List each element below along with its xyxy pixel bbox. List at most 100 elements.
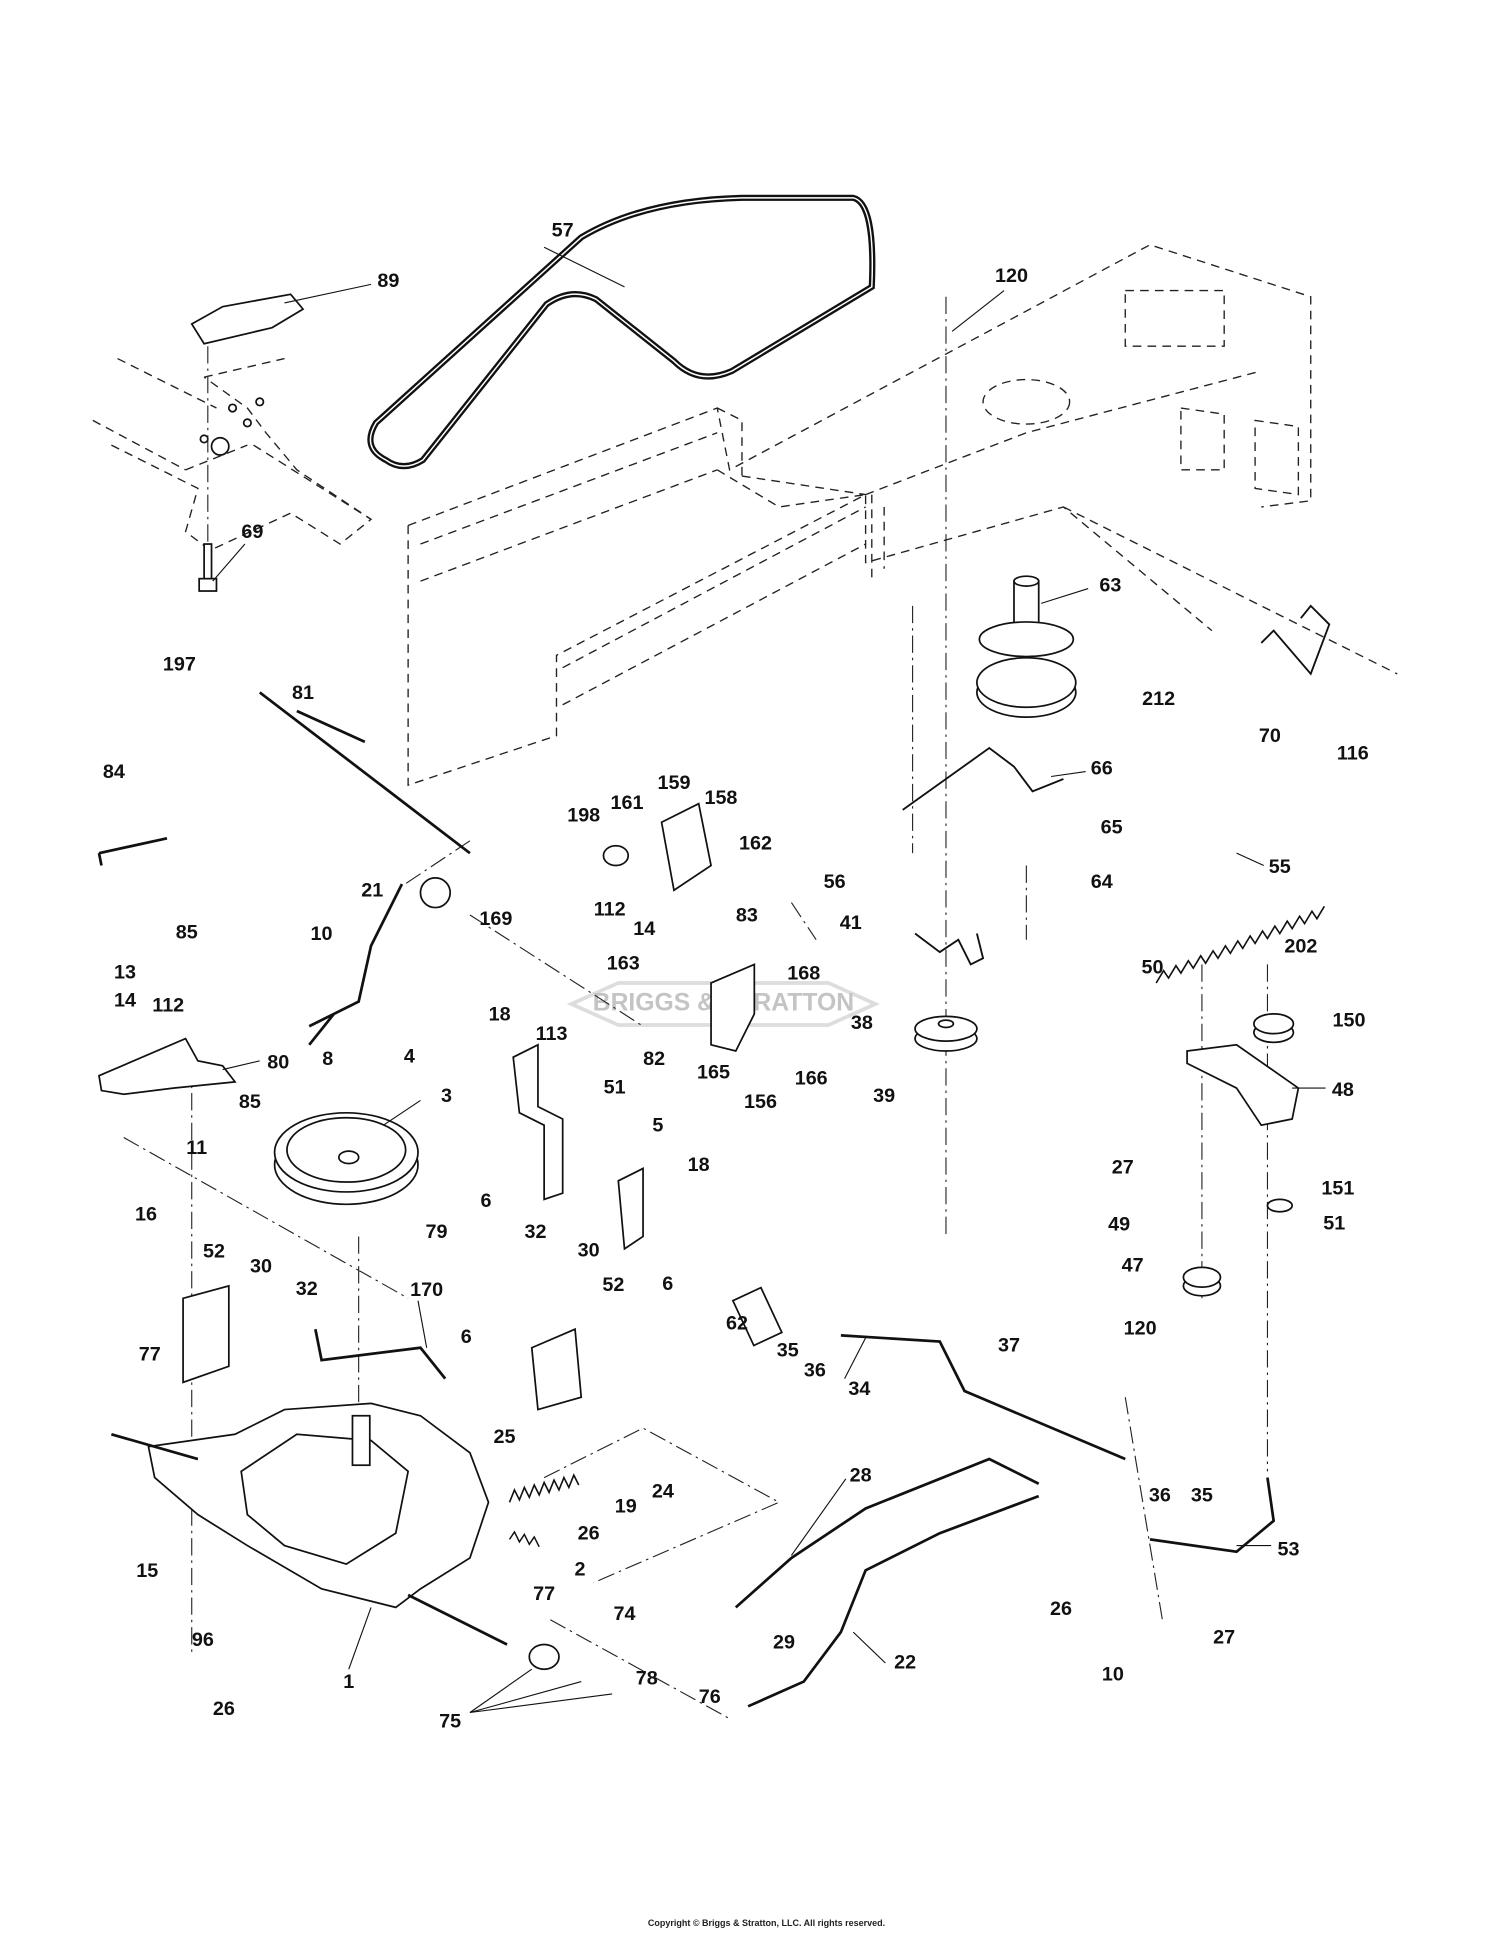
callout-label: 11	[186, 1137, 207, 1159]
copyright-notice: Copyright © Briggs & Stratton, LLC. All …	[647, 1918, 886, 1928]
callout-label: 65	[1101, 817, 1123, 839]
callout-label: 36	[804, 1359, 826, 1381]
callout-label: 96	[192, 1629, 214, 1651]
callout-label: 5	[652, 1115, 663, 1137]
callout-label: 13	[114, 961, 136, 983]
callout-label: 212	[1142, 688, 1175, 710]
callout-label: 35	[777, 1340, 799, 1362]
bracket-70	[1260, 604, 1331, 676]
callout-label: 77	[533, 1583, 555, 1605]
callout-label: 62	[726, 1312, 748, 1334]
callout-label: 18	[688, 1154, 710, 1176]
callout-label: 35	[1191, 1484, 1213, 1506]
callout-label: 169	[479, 908, 512, 930]
callout-label: 41	[840, 912, 862, 934]
spring-25	[508, 1473, 580, 1503]
callout-label: 37	[998, 1335, 1020, 1357]
callout-label: 6	[662, 1273, 673, 1295]
bracket-30-right	[530, 1327, 583, 1411]
callout-label: 55	[1269, 856, 1291, 878]
spring-55	[1155, 905, 1326, 984]
callout-label: 24	[652, 1481, 674, 1503]
callout-label: 120	[1124, 1317, 1157, 1339]
callout-label: 82	[643, 1048, 665, 1070]
callout-label: 84	[103, 761, 125, 783]
callout-label: 89	[377, 270, 399, 292]
rod-53	[1149, 1477, 1276, 1554]
callout-label: 112	[594, 898, 626, 920]
bolt-69	[198, 543, 218, 592]
callout-label: 14	[633, 918, 655, 940]
callout-label: 151	[1321, 1178, 1354, 1200]
callout-label: 120	[995, 265, 1028, 287]
callout-label: 19	[615, 1495, 637, 1517]
callout-label: 30	[250, 1256, 272, 1278]
leader-lines	[212, 246, 1326, 1714]
callout-label: 1	[343, 1671, 354, 1693]
callout-label: 47	[1122, 1254, 1144, 1276]
callout-label: 22	[894, 1651, 916, 1673]
callout-label: 52	[602, 1274, 624, 1296]
callout-label: 27	[1112, 1157, 1134, 1179]
callout-label: 78	[636, 1667, 658, 1689]
callout-label: 113	[536, 1023, 568, 1045]
bracket-165	[710, 963, 756, 1052]
callout-label: 21	[361, 880, 383, 902]
callout-label: 112	[152, 995, 184, 1017]
main-frame-outline	[407, 244, 1398, 787]
rod-81	[258, 691, 471, 855]
callout-label: 16	[135, 1204, 157, 1226]
spacer-62	[731, 1286, 783, 1347]
callout-label: 29	[773, 1631, 795, 1653]
callout-label: 30	[578, 1240, 600, 1262]
callout-label: 25	[494, 1426, 516, 1448]
callout-label: 14	[114, 990, 136, 1012]
callout-label: 165	[697, 1061, 730, 1083]
callout-label: 150	[1333, 1010, 1366, 1032]
callout-label: 163	[607, 953, 640, 975]
callout-label: 27	[1213, 1627, 1235, 1649]
callout-label: 53	[1277, 1539, 1299, 1561]
callout-label: 162	[739, 833, 772, 855]
spring-41	[914, 932, 985, 966]
pulley-3	[273, 1111, 419, 1206]
rod-22	[747, 1494, 1040, 1708]
knob-21	[419, 877, 452, 909]
spacer-74	[528, 1643, 560, 1671]
callout-label: 3	[441, 1085, 452, 1107]
callout-label: 77	[139, 1343, 161, 1365]
callout-label: 85	[239, 1091, 261, 1113]
rod-28	[734, 1457, 1040, 1609]
callout-label: 15	[136, 1560, 158, 1582]
callout-label: 4	[404, 1045, 415, 1067]
callout-label: 2	[574, 1559, 585, 1581]
callout-label: 161	[610, 792, 643, 814]
callout-label: 158	[704, 787, 737, 809]
callout-label: 50	[1141, 956, 1163, 978]
callout-label: 39	[873, 1085, 895, 1107]
bracket-158	[660, 802, 713, 892]
callout-label: 52	[203, 1241, 225, 1263]
callout-label: 85	[176, 922, 198, 944]
callout-label: 116	[1337, 742, 1369, 764]
callout-label: 69	[241, 521, 263, 543]
bracket-80	[98, 1037, 237, 1096]
callout-label: 83	[736, 904, 758, 926]
callout-label: 32	[296, 1278, 318, 1300]
callout-label: 75	[439, 1711, 461, 1733]
callout-label: 28	[850, 1465, 872, 1487]
callout-label: 76	[699, 1686, 721, 1708]
front-frame-outline	[92, 357, 373, 552]
callout-label: 26	[1050, 1598, 1072, 1620]
callout-label: 170	[410, 1279, 443, 1301]
callout-label: 159	[657, 772, 690, 794]
pulley-63	[976, 575, 1077, 719]
rod-84	[97, 836, 168, 866]
bracket-48	[1186, 1043, 1300, 1127]
spring-66	[902, 746, 1064, 811]
callout-label: 202	[1284, 935, 1317, 957]
callout-label: 56	[824, 871, 846, 893]
